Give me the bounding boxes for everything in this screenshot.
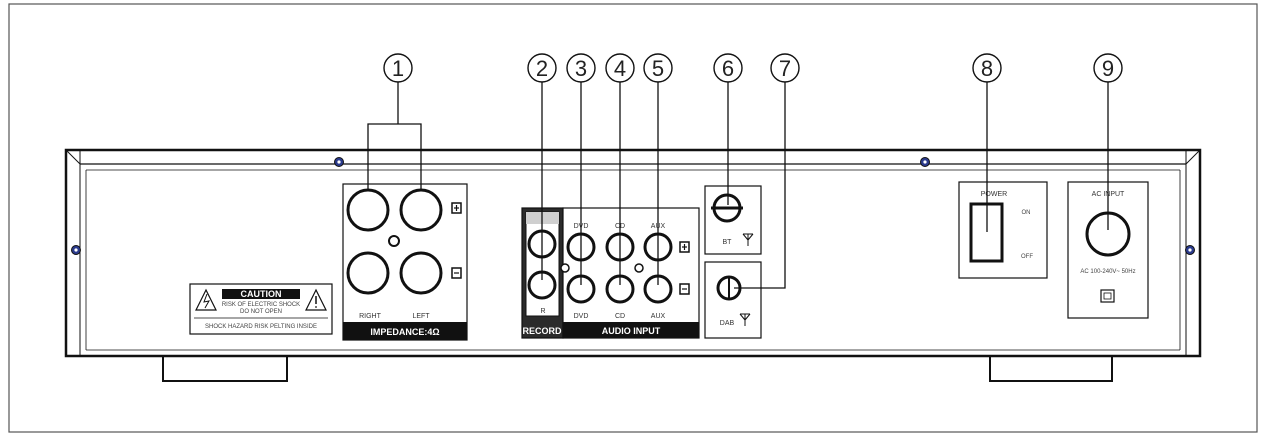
bt-antenna-panel: BT <box>704 185 762 255</box>
right-foot <box>989 352 1113 382</box>
callout-circle-1 <box>383 53 413 83</box>
lightning-bolt-icon <box>203 293 210 309</box>
callout-circle-9 <box>1093 53 1123 83</box>
polarity-plus-icon <box>679 241 690 253</box>
callout-circle-7 <box>770 53 800 83</box>
speaker-terminal <box>399 251 443 295</box>
outer-frame <box>8 3 1258 433</box>
caution-line-2: DO NOT OPEN <box>240 309 282 315</box>
caution-title: CAUTION <box>241 289 282 299</box>
callout-circle-2 <box>527 53 557 83</box>
dab-antenna-panel: DAB <box>704 261 762 339</box>
screw-hole <box>388 235 400 247</box>
dab-label: DAB <box>720 320 735 327</box>
callout-circle-8 <box>972 53 1002 83</box>
audio-input-panel: DVD CD AUX DVD CD AUX AUDIO INPUT <box>560 207 700 339</box>
callout-number-8: 8 <box>981 56 993 81</box>
record-footer: RECORD <box>522 326 562 336</box>
screw-hole <box>560 263 570 273</box>
leader-lines <box>367 82 1109 289</box>
polarity-minus-icon <box>451 267 462 279</box>
speaker-terminal <box>346 188 390 232</box>
callout-number-6: 6 <box>722 56 734 81</box>
screw <box>920 157 930 167</box>
callout-circle-6 <box>713 53 743 83</box>
screw <box>71 245 81 255</box>
callout-number-9: 9 <box>1102 56 1114 81</box>
audio-input-footer: AUDIO INPUT <box>602 326 661 336</box>
power-title: POWER <box>981 191 1007 198</box>
callout-circle-3 <box>566 53 596 83</box>
callout-number-1: 1 <box>392 56 404 81</box>
callout-circle-4 <box>605 53 635 83</box>
speaker-terminal <box>346 251 390 295</box>
caution-label: CAUTION RISK OF ELECTRIC SHOCK DO NOT OP… <box>189 283 333 335</box>
dvd-bottom-label: DVD <box>574 313 589 320</box>
cd-bottom-label: CD <box>615 313 625 320</box>
power-panel: POWER ON OFF <box>958 181 1048 279</box>
screw-hole <box>634 263 644 273</box>
impedance-label: IMPEDANCE:4Ω <box>370 327 439 337</box>
record-r-label: R <box>540 308 545 315</box>
left-label: LEFT <box>412 313 430 320</box>
aux-bottom-label: AUX <box>651 313 666 320</box>
callout-number-3: 3 <box>575 56 587 81</box>
caution-footer: SHOCK HAZARD RISK PELTING INSIDE <box>205 324 317 330</box>
screw <box>1185 245 1195 255</box>
polarity-plus-icon <box>451 202 462 214</box>
exclamation-warning-icon <box>305 288 327 311</box>
power-off-label: OFF <box>1021 254 1033 260</box>
callout-circles: 1 2 3 4 5 6 7 8 9 <box>383 53 1123 83</box>
right-label: RIGHT <box>359 313 382 320</box>
caution-line-1: RISK OF ELECTRIC SHOCK <box>222 302 300 308</box>
screw <box>334 157 344 167</box>
callout-number-2: 2 <box>536 56 548 81</box>
power-on-label: ON <box>1022 210 1031 216</box>
antenna-icon <box>742 233 754 246</box>
callout-circle-5 <box>643 53 673 83</box>
callout-number-7: 7 <box>779 56 791 81</box>
speaker-terminal <box>399 188 443 232</box>
speaker-panel: RIGHT LEFT IMPEDANCE:4Ω <box>342 183 468 341</box>
callout-number-4: 4 <box>614 56 626 81</box>
polarity-minus-icon <box>679 283 690 295</box>
antenna-icon <box>739 313 751 326</box>
lightning-warning-icon <box>195 288 217 311</box>
bt-label: BT <box>723 239 733 246</box>
ac-rating: AC 100-240V~ 50Hz <box>1080 269 1135 275</box>
callout-number-5: 5 <box>652 56 664 81</box>
